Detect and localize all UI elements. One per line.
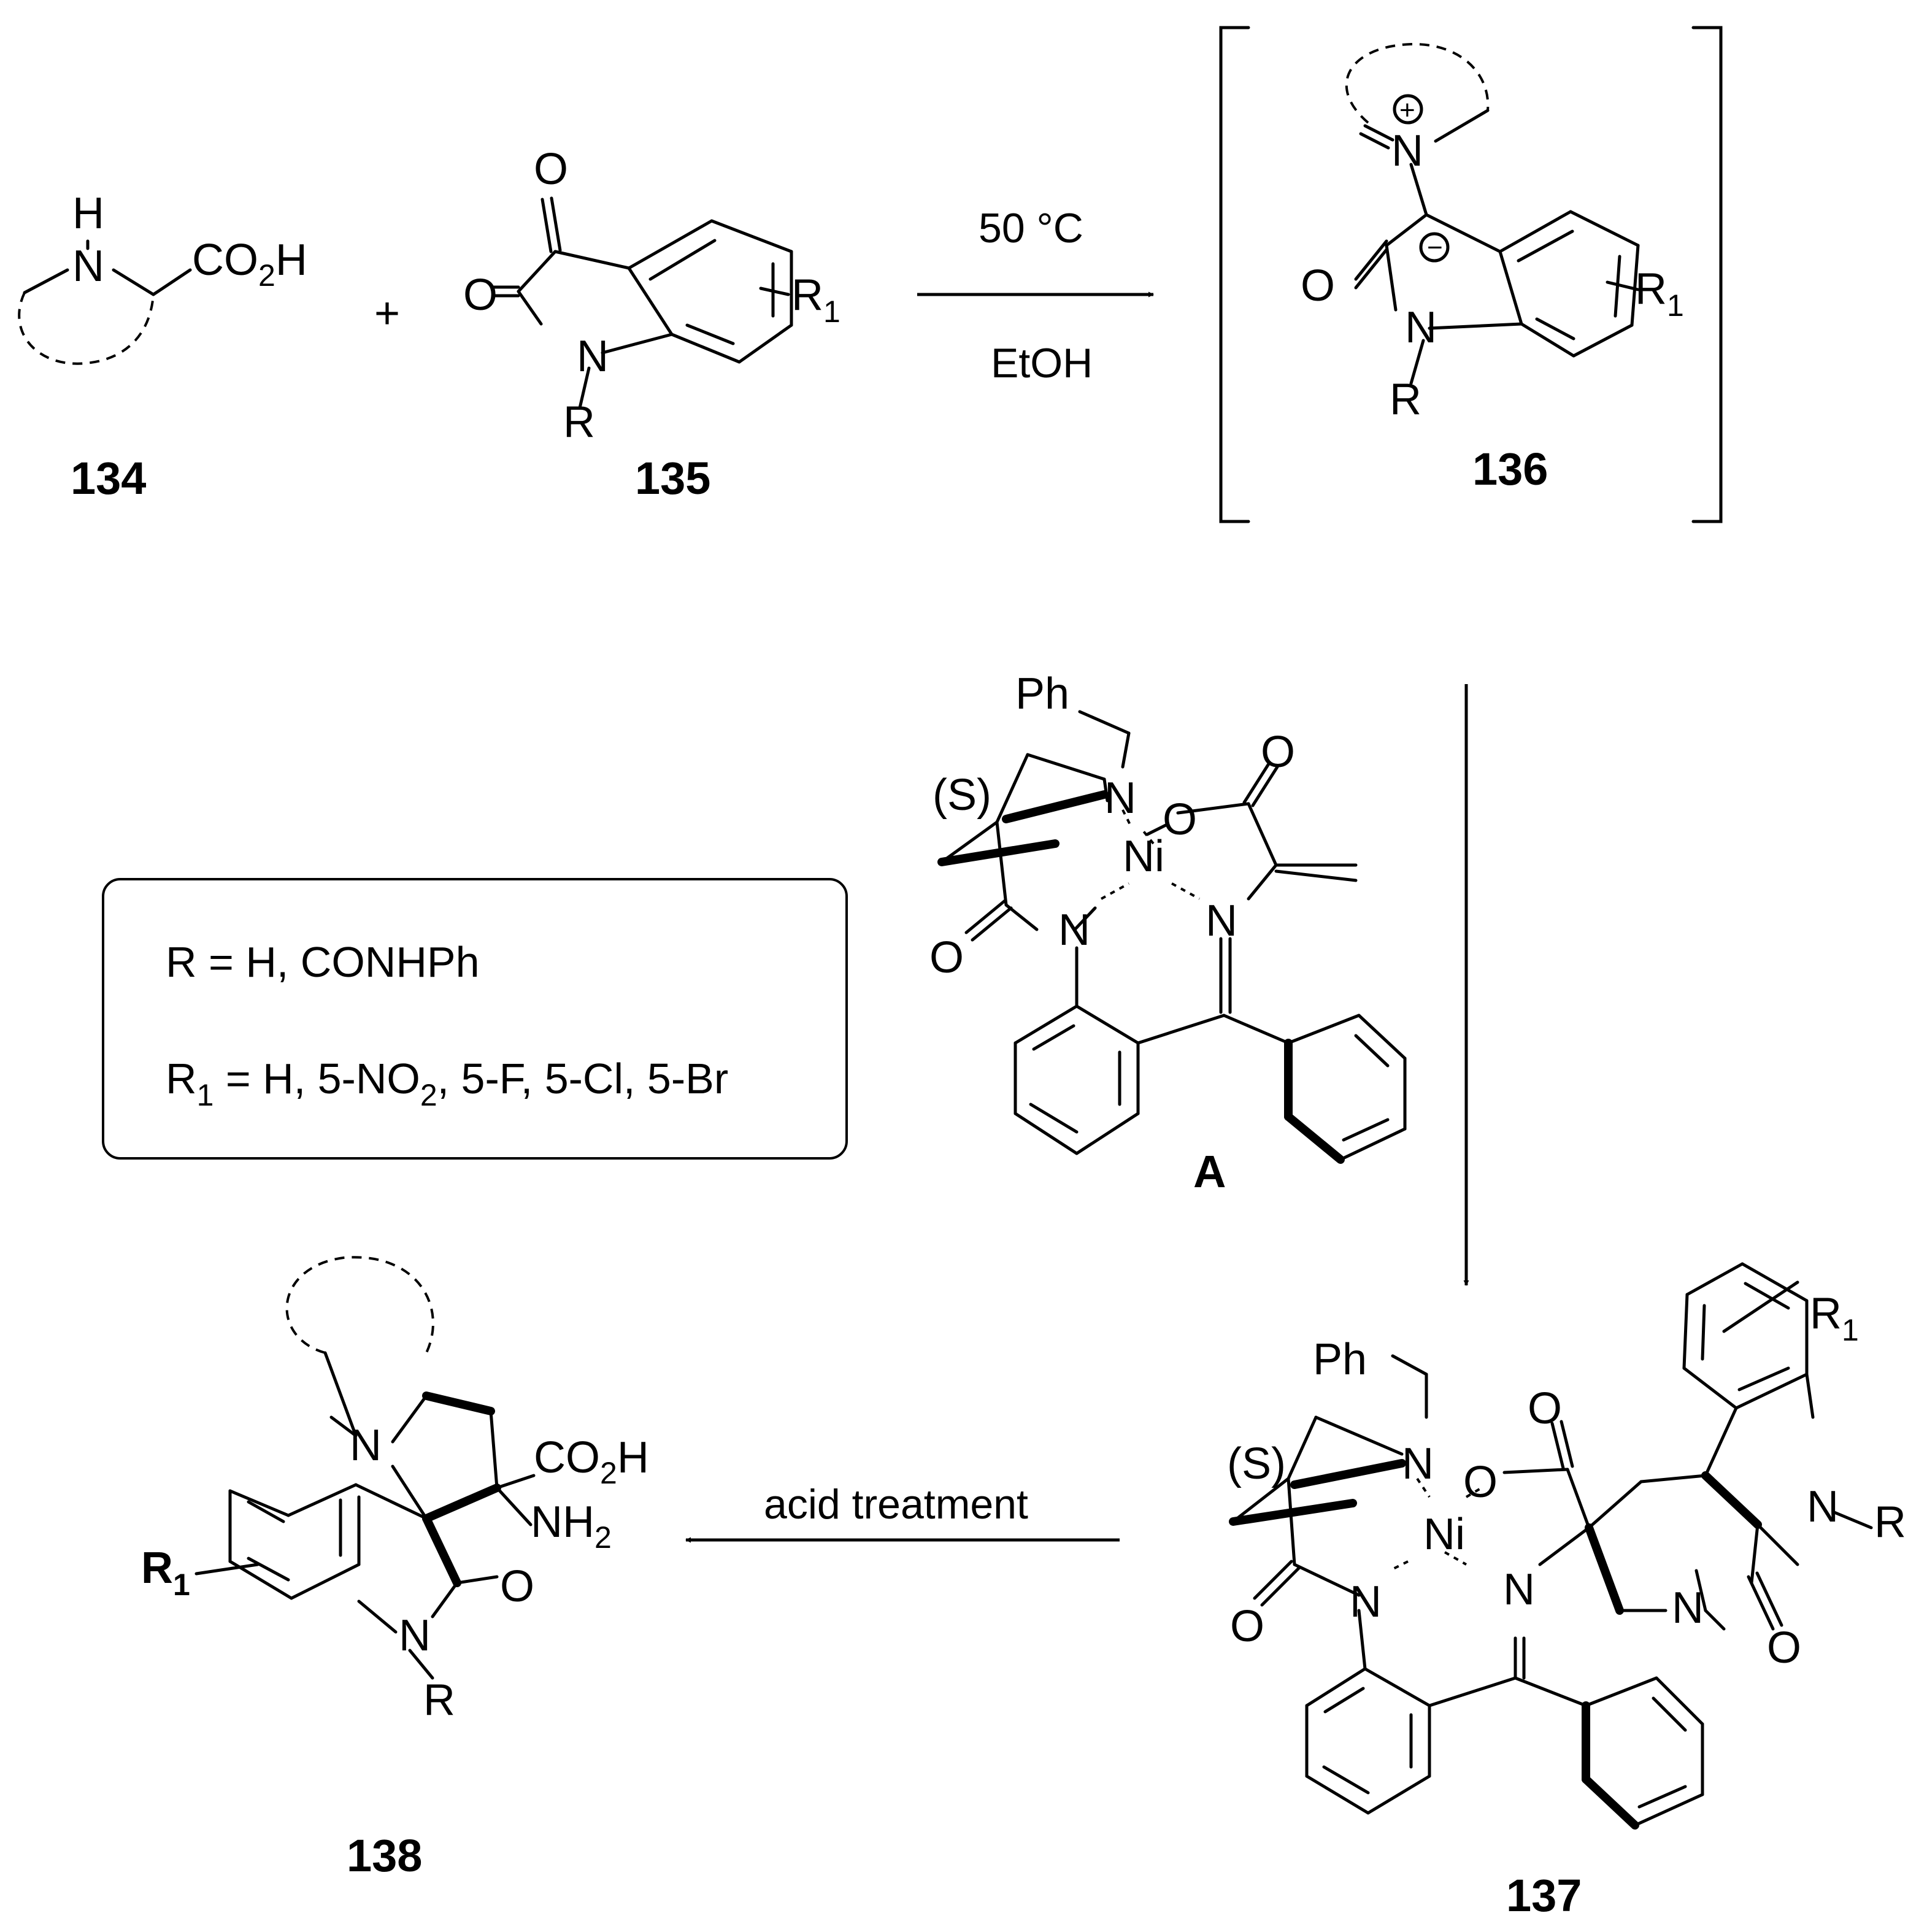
- amine-group: NH2: [531, 1498, 612, 1555]
- atom-n-pyrrolidine: N: [1672, 1584, 1704, 1633]
- key-line-r1: R1 = H, 5-NO2, 5-F, 5-Cl, 5-Br: [166, 1055, 728, 1112]
- acid-group: CO2H: [192, 236, 307, 293]
- compound-label-134: 134: [71, 453, 146, 504]
- atom-stereo-s: (S): [933, 771, 991, 820]
- atom-n: N: [72, 242, 104, 291]
- acid-group: CO2H: [534, 1433, 649, 1490]
- atom-o-carboxylate: O: [1163, 795, 1197, 844]
- atom-ph: Ph: [1015, 669, 1069, 718]
- atom-n-imine: N: [1503, 1565, 1535, 1614]
- atom-n: N: [1405, 303, 1437, 352]
- compound-138: N CO2H NH2 O N R R1 138: [141, 1256, 649, 1881]
- compound-135: O O N R R1 135: [463, 145, 840, 504]
- compound-label-137: 137: [1506, 1870, 1582, 1921]
- reaction-arrow-3: acid treatment: [685, 1481, 1120, 1543]
- key-line-r: R = H, CONHPh: [166, 938, 480, 986]
- compound-label-135: 135: [635, 453, 710, 504]
- atom-n-oxindole: N: [399, 1611, 431, 1660]
- atom-n: N: [577, 332, 609, 381]
- condition-acid: acid treatment: [764, 1481, 1028, 1528]
- atom-n-oxindole: N: [1807, 1482, 1839, 1531]
- reaction-arrow-1: 50 °C EtOH: [917, 205, 1154, 387]
- atom-stereo-s: (S): [1227, 1439, 1286, 1488]
- atom-r1: R1: [791, 271, 840, 329]
- atom-o-carbonyl: O: [1261, 728, 1295, 777]
- compound-a: Ph (S) N O O Ni N N O A: [929, 669, 1407, 1197]
- atom-ni: Ni: [1123, 832, 1164, 881]
- atom-n-amine: N: [1402, 1439, 1434, 1488]
- condition-solvent: EtOH: [991, 340, 1093, 387]
- atom-n-pyrrolidine: N: [350, 1421, 382, 1470]
- atom-n-imine: N: [1206, 896, 1237, 945]
- atom-n-amine: N: [1104, 774, 1136, 823]
- condition-temperature: 50 °C: [979, 205, 1083, 252]
- atom-o-oxindole: O: [1767, 1623, 1801, 1672]
- compound-136: + − N O N R R1 136: [1219, 26, 1723, 523]
- charge-plus: +: [1399, 95, 1415, 125]
- atom-o-amide: O: [929, 933, 964, 982]
- atom-r: R: [563, 398, 595, 447]
- compound-label-136: 136: [1472, 444, 1548, 495]
- atom-ph: Ph: [1313, 1335, 1367, 1384]
- compound-label-138: 138: [347, 1830, 422, 1881]
- plus-sign: +: [374, 289, 400, 338]
- atom-n-amide: N: [1058, 906, 1090, 955]
- atom-o-amide: O: [1230, 1602, 1264, 1651]
- atom-o-amide: O: [463, 271, 498, 320]
- atom-o-ketone: O: [534, 145, 568, 194]
- charge-minus: −: [1427, 233, 1443, 263]
- atom-r: R: [1874, 1498, 1906, 1547]
- atom-o-carboxylate: O: [1463, 1458, 1498, 1507]
- atom-o-carbonyl: O: [1528, 1384, 1562, 1433]
- atom-ni: Ni: [1423, 1510, 1465, 1559]
- atom-o: O: [500, 1562, 534, 1611]
- compound-134: H N CO2H 134: [18, 189, 307, 504]
- atom-r1: R1: [141, 1544, 190, 1602]
- atom-r1: R1: [1635, 264, 1684, 323]
- atom-r1: R1: [1810, 1289, 1859, 1347]
- atom-h: H: [72, 189, 104, 238]
- substituent-key: R = H, CONHPh R1 = H, 5-NO2, 5-F, 5-Cl, …: [102, 878, 848, 1160]
- atom-n-iminium: N: [1391, 126, 1423, 175]
- atom-n-amide: N: [1350, 1577, 1382, 1626]
- atom-r: R: [423, 1676, 455, 1725]
- atom-r: R: [1390, 375, 1421, 424]
- compound-label-a: A: [1193, 1146, 1226, 1197]
- atom-o: O: [1301, 261, 1335, 310]
